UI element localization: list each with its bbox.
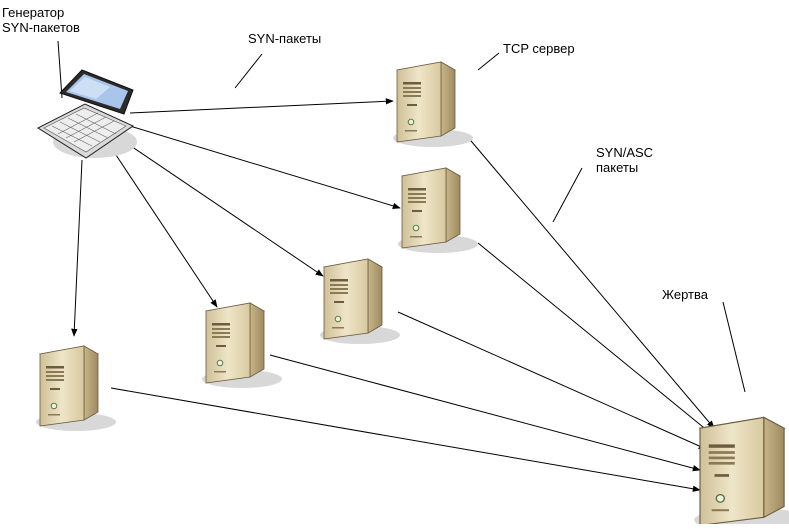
server-icon xyxy=(397,167,479,254)
link-server3-victim xyxy=(397,311,707,450)
server-icon xyxy=(319,258,401,345)
link-gen-tcp-server xyxy=(129,98,394,114)
laptop-icon xyxy=(36,69,137,159)
link-tcp-victim xyxy=(465,134,715,429)
tcp-server-leader xyxy=(477,52,500,71)
server-icon xyxy=(201,302,283,389)
link-server5-victim xyxy=(110,387,701,492)
generator-leader xyxy=(57,40,63,99)
link-server4-victim xyxy=(269,354,701,472)
tcp-server-icon xyxy=(392,61,474,148)
synack-links xyxy=(110,134,715,492)
syn-packets-label: SYN-пакеты xyxy=(248,31,321,46)
syn-asc-leader xyxy=(552,167,583,223)
victim-text: Жертва xyxy=(662,287,708,302)
link-gen-server-3 xyxy=(121,139,324,277)
victim-label: Жертва xyxy=(662,287,708,302)
tcp-server-text: TCP сервер xyxy=(503,41,575,56)
generator-label: Генератор SYN-пакетов xyxy=(2,5,80,35)
server-icon xyxy=(35,345,117,432)
syn-links xyxy=(71,98,401,337)
link-gen-server-2 xyxy=(129,125,401,209)
generator-label-line-2: SYN-пакетов xyxy=(2,20,80,35)
syn-packets-text: SYN-пакеты xyxy=(248,31,322,46)
link-gen-server-4 xyxy=(115,154,218,308)
syn-asc-label: SYN/ASC пакеты xyxy=(596,145,653,175)
syn-packets-leader xyxy=(234,53,263,89)
annotation-leaders xyxy=(57,40,746,393)
tcp-server-label: TCP сервер xyxy=(503,41,575,56)
victim-server-icon xyxy=(693,416,789,529)
syn-asc-line-2: пакеты xyxy=(596,160,639,175)
generator-label-line-1: Генератор xyxy=(2,5,65,20)
link-gen-server-5 xyxy=(71,159,83,337)
victim-leader xyxy=(722,301,746,393)
syn-asc-line-1: SYN/ASC xyxy=(596,145,654,160)
link-server2-victim xyxy=(477,242,715,437)
